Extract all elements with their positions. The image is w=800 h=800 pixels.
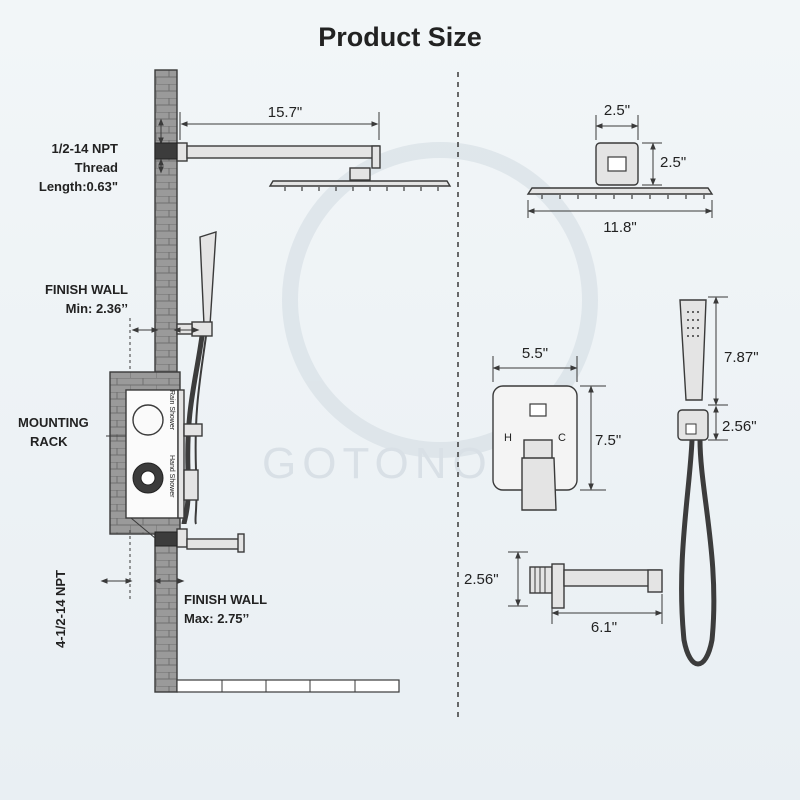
valve-label-lower: Hand Shower	[168, 455, 175, 498]
hand-shower-detail	[677, 299, 717, 667]
npt-connector	[154, 531, 178, 547]
finish-wall-max-line1: FINISH WALL	[184, 592, 267, 607]
trim-width-value: 5.5"	[522, 345, 548, 362]
tub-spout-side	[176, 528, 245, 553]
tub-spout-detail	[529, 563, 663, 609]
npt-leader	[130, 517, 156, 539]
trim-hot-label: H	[504, 432, 512, 444]
head-mount-height-value: 2.5"	[660, 154, 686, 171]
mounting-rack-line1: MOUNTING	[18, 415, 89, 430]
thread-label-line1: 1/2-14 NPT	[52, 141, 119, 156]
thread-label-line3: Length:0.63"	[39, 179, 118, 194]
head-mount-width-value: 2.5"	[604, 102, 630, 119]
thread-pipe	[154, 142, 178, 160]
mounting-rack-line2: RACK	[30, 434, 68, 449]
arm-length-value: 15.7"	[268, 104, 303, 121]
floor-tiles	[176, 679, 400, 693]
holder-height-value: 2.56"	[722, 418, 757, 435]
shower-arm	[176, 142, 381, 181]
finish-wall-min-line2: Min: 2.36’’	[66, 301, 128, 316]
trim-height-value: 7.5"	[595, 432, 621, 449]
hand-shower-mounted	[176, 231, 217, 525]
npt-vertical-label: 4-1/2-14 NPT	[53, 570, 68, 648]
mounting-rack: Rain Shower Hand Shower	[109, 371, 203, 535]
valve-trim-plate: H C	[492, 385, 578, 511]
spout-height-value: 2.56"	[464, 571, 499, 588]
trim-cold-label: C	[558, 432, 566, 444]
rain-shower-head	[268, 180, 452, 191]
finish-wall-max-line2: Max: 2.75’’	[184, 611, 249, 626]
valve-label-upper: Rain Shower	[168, 390, 175, 431]
spout-length-value: 6.1"	[591, 619, 617, 636]
thread-label-line2: Thread	[75, 160, 118, 175]
head-width-value: 11.8"	[603, 219, 636, 236]
rain-shower-valve-knob	[132, 404, 164, 436]
page-title: Product Size	[318, 22, 482, 52]
installation-side-view: 15.7" 1/2-14 NPT Thread Length:0.63" FIN…	[18, 69, 452, 693]
finish-wall-min-line1: FINISH WALL	[45, 282, 128, 297]
rain-head-detail	[526, 142, 714, 199]
hand-shower-length-value: 7.87"	[724, 349, 759, 366]
